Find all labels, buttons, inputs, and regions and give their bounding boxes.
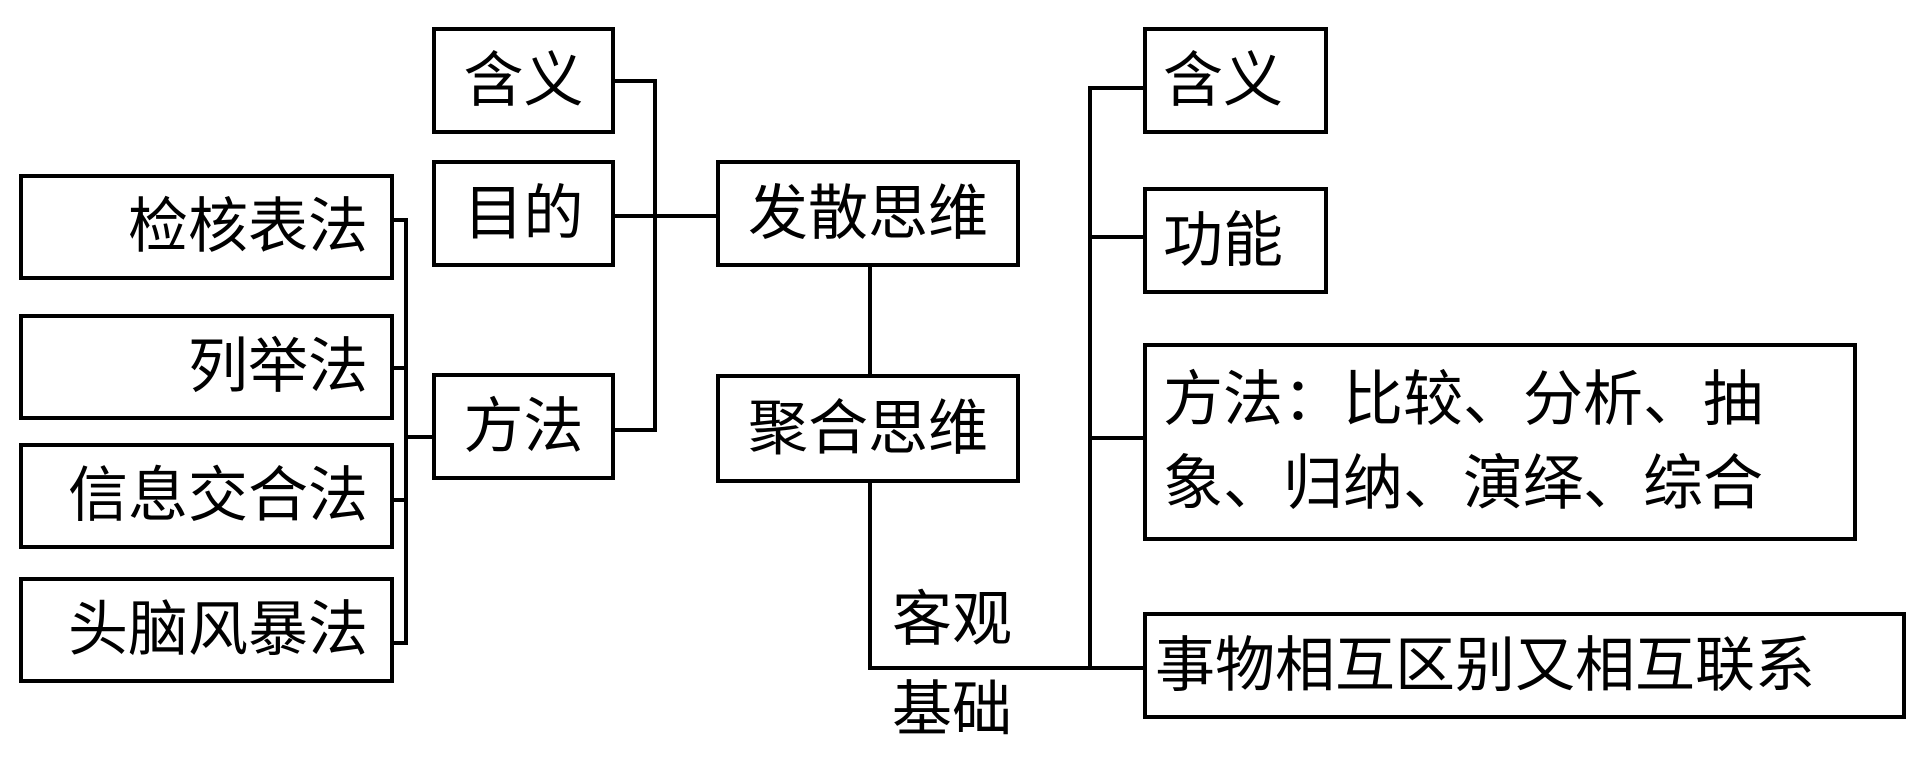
- node-label: 方法: [463, 391, 584, 462]
- node-label: 含义: [463, 45, 584, 116]
- node-div-method: 方法: [432, 373, 615, 480]
- node-label: 含义: [1163, 45, 1283, 116]
- node-label: 检核表法: [128, 192, 368, 262]
- node-conv-methods: 方法：比较、分析、抽象、归纳、演绎、综合: [1143, 343, 1857, 541]
- node-label: 方法：比较、分析、抽象、归纳、演绎、综合: [1163, 365, 1763, 519]
- node-div-meaning: 含义: [432, 27, 615, 134]
- label-basis: 基础: [892, 675, 1012, 745]
- node-listing-method: 列举法: [19, 314, 394, 420]
- node-convergent-thinking: 聚合思维: [716, 374, 1020, 483]
- node-conv-relation: 事物相互区别又相互联系: [1143, 612, 1906, 719]
- node-checklist-method: 检核表法: [19, 174, 394, 280]
- node-label: 头脑风暴法: [68, 595, 368, 665]
- node-conv-function: 功能: [1143, 187, 1328, 294]
- node-label: 信息交合法: [68, 461, 368, 531]
- node-label: 事物相互区别又相互联系: [1155, 630, 1815, 701]
- node-info-crossing-method: 信息交合法: [19, 443, 394, 549]
- node-label: 目的: [463, 178, 584, 249]
- node-conv-meaning: 含义: [1143, 27, 1328, 134]
- node-label: 功能: [1163, 205, 1283, 276]
- node-label: 发散思维: [748, 178, 988, 249]
- node-label: 聚合思维: [748, 393, 988, 464]
- node-divergent-thinking: 发散思维: [716, 160, 1020, 267]
- node-label: 列举法: [188, 332, 368, 402]
- node-brainstorm-method: 头脑风暴法: [19, 577, 394, 683]
- node-div-purpose: 目的: [432, 160, 615, 267]
- label-objective: 客观: [892, 585, 1012, 655]
